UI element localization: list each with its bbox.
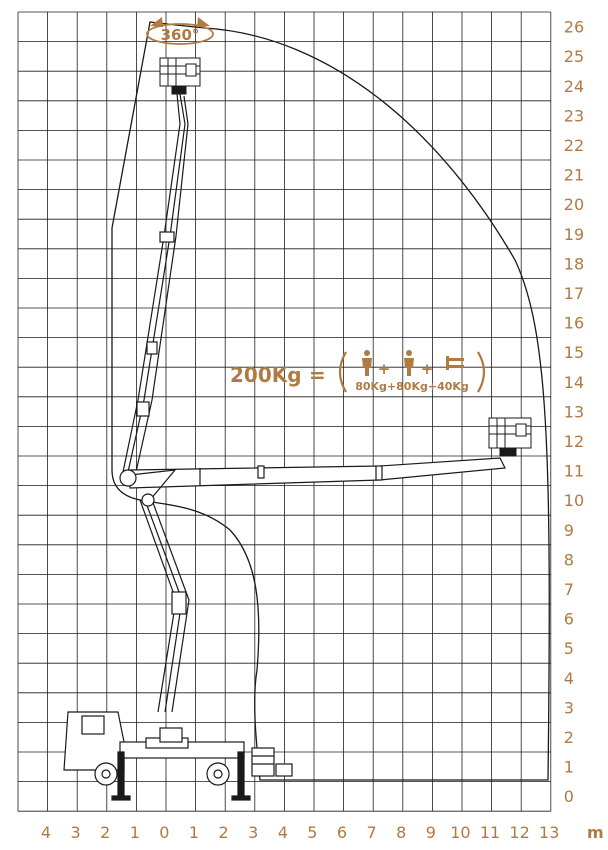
y-axis-label: 22 — [564, 136, 584, 155]
x-axis-label: 10 — [450, 823, 470, 842]
working-envelope — [111, 21, 550, 781]
y-axis-label: 9 — [564, 521, 574, 540]
y-axis-label: 20 — [564, 195, 584, 214]
paren-right — [477, 351, 486, 393]
rotation-indicator: 360° — [146, 17, 214, 45]
boom-vertical — [122, 93, 189, 473]
rotation-label: 360° — [161, 26, 200, 44]
x-axis-label: 6 — [337, 823, 347, 842]
y-axis-label: 24 — [564, 77, 584, 96]
y-axis-label: 23 — [564, 106, 584, 125]
x-axis-label: 3 — [71, 823, 81, 842]
y-axis-label: 25 — [564, 47, 584, 66]
rotation-arrow-left-icon — [150, 17, 163, 27]
person-icon — [362, 350, 372, 376]
y-axis-labels: 0123456789101112131415161718192021222324… — [564, 18, 584, 807]
y-axis-label: 14 — [564, 373, 584, 392]
plus-2: + — [421, 360, 434, 378]
y-axis-label: 0 — [564, 787, 574, 806]
basket-right — [488, 417, 532, 457]
y-axis-label: 13 — [564, 402, 584, 421]
tools-icon — [446, 356, 464, 370]
x-axis-label: 9 — [426, 823, 436, 842]
plus-1: + — [378, 360, 391, 378]
x-axis-label: 13 — [539, 823, 559, 842]
y-axis-label: 11 — [564, 462, 584, 481]
x-axis-label: 5 — [307, 823, 317, 842]
y-axis-label: 10 — [564, 491, 584, 510]
boom-lower — [139, 493, 190, 713]
y-axis-label: 1 — [564, 758, 574, 777]
y-axis-label: 6 — [564, 610, 574, 629]
x-axis-label: 12 — [509, 823, 529, 842]
rotation-arrow-right-icon — [197, 17, 210, 27]
x-axis-label: 1 — [189, 823, 199, 842]
person-icon — [404, 350, 414, 376]
x-axis-label: 4 — [278, 823, 288, 842]
y-axis-label: 18 — [564, 254, 584, 273]
y-axis-label: 16 — [564, 314, 584, 333]
paren-left — [338, 351, 347, 393]
y-axis-label: 4 — [564, 669, 574, 688]
x-axis-label: 3 — [248, 823, 258, 842]
boom-horizontal — [119, 457, 506, 501]
y-axis-label: 7 — [564, 580, 574, 599]
x-axis-label: 0 — [159, 823, 169, 842]
load-capacity-annotation: 200Kg = + + 80Kg+80Kg+40Kg — [230, 350, 486, 393]
x-axis-label: 11 — [480, 823, 500, 842]
x-axis-label: 2 — [100, 823, 110, 842]
rotation-ellipse — [146, 23, 214, 45]
y-axis-label: 19 — [564, 225, 584, 244]
x-axis-label: 2 — [219, 823, 229, 842]
y-axis-label: 8 — [564, 550, 574, 569]
basket-top — [159, 57, 201, 95]
truck — [63, 711, 293, 801]
load-breakdown: 80Kg+80Kg+40Kg — [355, 380, 469, 393]
y-axis-label: 2 — [564, 728, 574, 747]
y-axis-label: 3 — [564, 698, 574, 717]
load-total: 200Kg — [230, 363, 302, 387]
y-axis-label: 21 — [564, 166, 584, 185]
y-axis-label: 26 — [564, 18, 584, 37]
grid — [17, 11, 552, 812]
x-axis-label: 4 — [41, 823, 51, 842]
y-axis-label: 5 — [564, 639, 574, 658]
y-axis-label: 15 — [564, 343, 584, 362]
x-axis-label: 7 — [367, 823, 377, 842]
y-axis-label: 12 — [564, 432, 584, 451]
x-unit-label: m — [587, 823, 604, 842]
x-axis-label: 8 — [396, 823, 406, 842]
x-axis-label: 1 — [130, 823, 140, 842]
load-equals: = — [309, 363, 326, 387]
y-axis-label: 17 — [564, 284, 584, 303]
